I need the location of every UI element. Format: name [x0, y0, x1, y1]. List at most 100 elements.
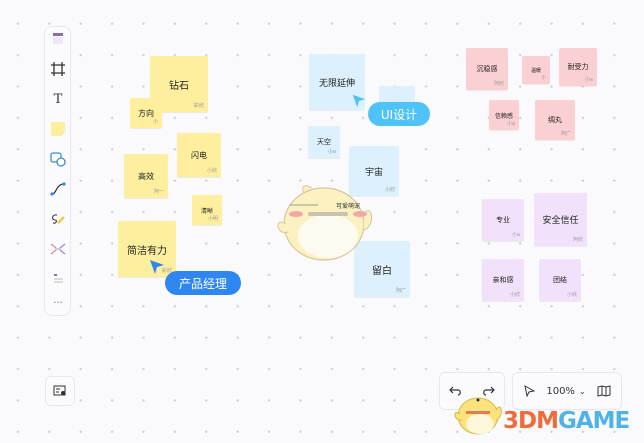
pen-icon — [52, 214, 65, 224]
view-panel: 100% ⌄ — [512, 372, 622, 410]
note-text: 闪电 — [191, 150, 207, 160]
pointer-icon — [524, 385, 535, 397]
collaborator-badge-ui: UI设计 — [368, 102, 430, 126]
note-text: 绸丸 — [548, 116, 562, 124]
sticky-note[interactable]: 信赖感 小a — [489, 100, 519, 130]
note-author: 小a — [327, 149, 336, 155]
undo-button[interactable] — [449, 385, 463, 397]
sticky-note[interactable]: 清晰 小明 — [192, 195, 222, 225]
badge-label: UI设计 — [380, 107, 418, 122]
note-text: 简洁有力 — [127, 245, 167, 257]
note-text: 团结 — [553, 276, 567, 284]
sticky-note[interactable]: 专业 小a — [482, 199, 524, 241]
badge-label: 产品经理 — [178, 276, 227, 291]
left-toolbar: T ··· — [44, 26, 71, 316]
note-author: 小 — [540, 75, 546, 81]
note-text: 宇宙 — [364, 167, 383, 178]
sticky-note[interactable]: 方向 小 — [130, 98, 162, 128]
pointer-button[interactable] — [523, 385, 535, 397]
sticky-note[interactable]: 耐受力 小a — [559, 48, 597, 86]
note-text: 安全信任 — [542, 216, 579, 226]
note-author: 小欣 — [566, 292, 577, 298]
sticky-note[interactable]: 天空 小a — [308, 126, 340, 158]
note-author: 小欣 — [206, 168, 217, 174]
chevron-down-icon: ⌄ — [578, 386, 586, 396]
sticky-note[interactable]: 亲和感 小欣 — [482, 259, 524, 301]
sticky-note[interactable]: 宇宙 小欣 — [349, 146, 399, 196]
zoom-dropdown[interactable]: 100% ⌄ — [546, 386, 585, 397]
note-author: 阿一 — [153, 189, 164, 195]
text-tool[interactable]: T — [48, 89, 68, 109]
cursor-pointer-icon — [352, 94, 366, 108]
sticky-note-tool[interactable] — [48, 119, 68, 139]
mascot-label: 可爱萌宠 — [336, 203, 361, 210]
sticky-note[interactable]: 安全信任 阿欣 — [534, 193, 587, 246]
note-text: 清晰 — [200, 207, 213, 215]
shape-tool[interactable] — [48, 149, 68, 169]
frame-icon — [51, 62, 65, 76]
note-author: 阿广 — [395, 288, 406, 294]
sticky-note[interactable]: 闪电 小欣 — [177, 133, 221, 177]
note-author: 阿广 — [560, 131, 571, 137]
sticky-note-icon — [51, 122, 65, 136]
connector-tool[interactable] — [48, 179, 68, 199]
list-tool[interactable] — [48, 269, 68, 289]
more-tool[interactable]: ··· — [48, 293, 68, 313]
sticky-note[interactable]: 简洁有力 彩欣 — [118, 221, 176, 277]
pen-tool[interactable] — [48, 209, 68, 229]
note-text: 方向 — [138, 108, 154, 118]
note-text: 无限延伸 — [318, 78, 355, 89]
more-icon: ··· — [53, 297, 63, 309]
note-text: 留白 — [372, 265, 392, 277]
note-text: 钻石 — [169, 80, 189, 92]
map-icon — [597, 385, 611, 397]
watermark-text-1: 3DM — [503, 408, 559, 434]
watermark-mascot — [454, 397, 502, 435]
settings-card-button[interactable] — [45, 376, 75, 406]
note-author: 小欣 — [384, 187, 395, 193]
sticky-note[interactable]: 团结 小欣 — [539, 259, 581, 301]
connector-icon — [50, 182, 66, 196]
mind-map-tool[interactable] — [48, 239, 68, 259]
note-text: 天空 — [317, 138, 331, 146]
mascot-illustration — [277, 185, 372, 261]
map-button[interactable] — [597, 385, 611, 397]
mind-map-icon — [50, 243, 66, 255]
note-text: 专业 — [496, 216, 510, 224]
note-author: 小a — [584, 77, 593, 83]
note-text: 信赖感 — [494, 112, 513, 120]
watermark-text-2: GAME — [557, 408, 630, 434]
undo-icon — [449, 386, 461, 396]
note-author: 小明 — [207, 216, 218, 222]
watermark-logo: 3DMGAME — [503, 408, 630, 434]
sticky-note[interactable]: 高效 阿一 — [124, 154, 168, 198]
note-author: 小欣 — [509, 292, 520, 298]
template-icon — [53, 33, 63, 44]
template-tool[interactable] — [48, 29, 68, 49]
note-text: 亲和感 — [492, 276, 514, 284]
sticky-note[interactable]: 绸丸 阿广 — [535, 100, 575, 140]
note-text: 温暖 — [530, 67, 541, 74]
settings-card-icon — [53, 385, 66, 396]
list-icon — [54, 274, 63, 283]
redo-button[interactable] — [481, 385, 495, 397]
note-author: 小a — [511, 232, 520, 238]
redo-icon — [483, 386, 495, 396]
cursor-pointer-icon — [150, 260, 164, 274]
note-text: 沉稳感 — [476, 65, 498, 73]
sticky-note[interactable]: 留白 阿广 — [354, 241, 410, 297]
note-author: 小a — [506, 121, 515, 127]
note-author: 阿欣 — [493, 81, 504, 87]
text-icon: T — [53, 91, 63, 107]
sticky-note[interactable]: 温暖 小 — [522, 56, 550, 84]
note-author: 彩欣 — [161, 268, 172, 274]
zoom-level: 100% — [546, 385, 575, 397]
note-author: 彩欣 — [193, 103, 204, 109]
note-text: 高效 — [138, 171, 154, 181]
note-author: 小 — [152, 119, 158, 125]
frame-tool[interactable] — [48, 59, 68, 79]
collaborator-badge-pm: 产品经理 — [165, 271, 241, 295]
note-author: 阿欣 — [572, 237, 583, 243]
note-text: 耐受力 — [567, 63, 589, 71]
sticky-note[interactable]: 沉稳感 阿欣 — [466, 48, 508, 90]
